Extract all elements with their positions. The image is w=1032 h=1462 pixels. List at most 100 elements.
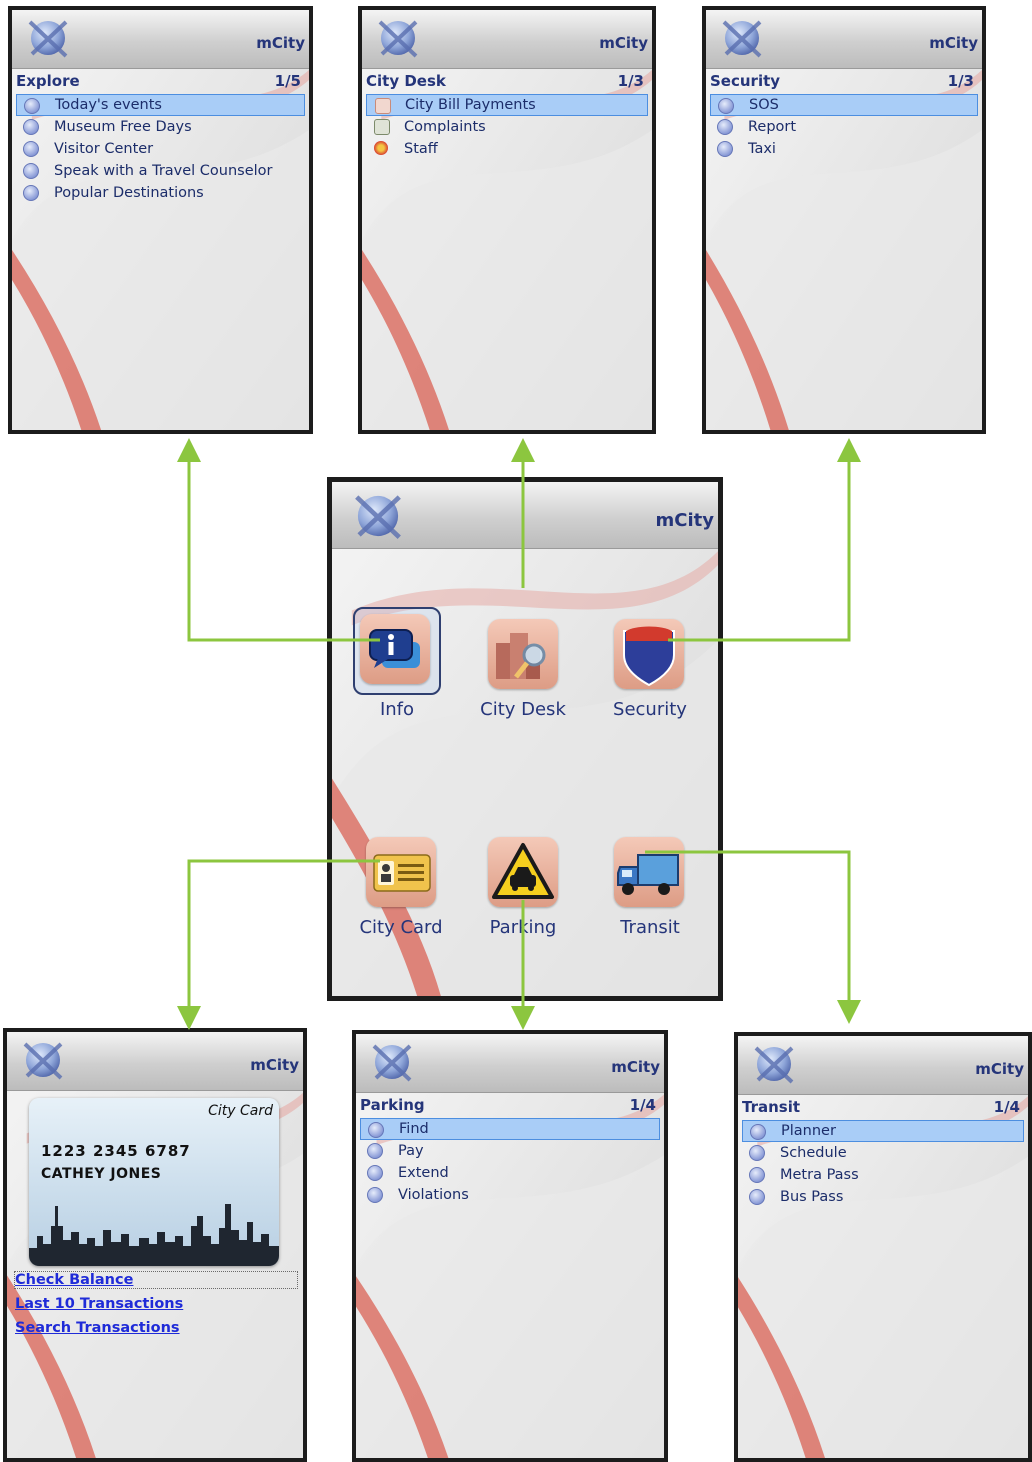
menu-item-label: Speak with a Travel Counselor <box>54 163 273 179</box>
menu-item-bus-pass[interactable]: Bus Pass <box>742 1186 1024 1208</box>
menu-item-schedule[interactable]: Schedule <box>742 1142 1024 1164</box>
menu-item-label: Museum Free Days <box>54 119 192 135</box>
menu-item-violations[interactable]: Violations <box>360 1184 660 1206</box>
list-heading: City Desk 1/3 <box>366 72 644 92</box>
section-title: City Desk <box>366 72 446 90</box>
app-header: mCity <box>362 10 652 69</box>
menu-item-visitor-center[interactable]: Visitor Center <box>16 138 305 160</box>
card-title: City Card <box>208 1103 273 1119</box>
menu-item-todays-events[interactable]: Today's events <box>16 94 305 116</box>
skyline-graphic <box>29 1204 279 1266</box>
city-card-tile[interactable] <box>366 837 436 907</box>
menu-item-label: Today's events <box>55 97 162 113</box>
menu-item-label: Bus Pass <box>780 1189 844 1205</box>
menu-item-popular-destinations[interactable]: Popular Destinations <box>16 182 305 204</box>
menu-item-museum-free-days[interactable]: Museum Free Days <box>16 116 305 138</box>
app-header: mCity <box>332 482 718 549</box>
security-screen: mCity Security 1/3 SOS Report Taxi <box>702 6 986 434</box>
radio-icon <box>23 119 39 135</box>
page-indicator: 1/4 <box>993 1098 1020 1116</box>
menu-item-metra-pass[interactable]: Metra Pass <box>742 1164 1024 1186</box>
menu-item-find[interactable]: Find <box>360 1118 660 1140</box>
menu-item-label: Find <box>399 1121 429 1137</box>
menu-item-planner[interactable]: Planner <box>742 1120 1024 1142</box>
section-title: Explore <box>16 72 80 90</box>
parking-screen: mCity Parking 1/4 Find Pay Extend Violat… <box>352 1030 668 1462</box>
app-title: mCity <box>611 1058 660 1076</box>
app-title: mCity <box>599 34 648 52</box>
background-swoosh <box>738 1036 1028 1458</box>
check-balance-link[interactable]: Check Balance <box>14 1271 298 1289</box>
page-indicator: 1/3 <box>947 72 974 90</box>
list-heading: Transit 1/4 <box>742 1098 1020 1118</box>
radio-icon <box>23 185 39 201</box>
parking-label: Parking <box>489 917 557 938</box>
radio-icon <box>367 1143 383 1159</box>
section-title: Parking <box>360 1096 425 1114</box>
card-number: 1223 2345 6787 <box>41 1142 191 1160</box>
last-10-transactions-link[interactable]: Last 10 Transactions <box>15 1296 184 1312</box>
explore-menu: Today's events Museum Free Days Visitor … <box>16 94 305 204</box>
menu-item-report[interactable]: Report <box>710 116 978 138</box>
page-indicator: 1/5 <box>274 72 301 90</box>
menu-item-extend[interactable]: Extend <box>360 1162 660 1184</box>
transit-menu: Planner Schedule Metra Pass Bus Pass <box>742 1120 1024 1208</box>
menu-item-travel-counselor[interactable]: Speak with a Travel Counselor <box>16 160 305 182</box>
list-heading: Security 1/3 <box>710 72 974 92</box>
menu-item-label: Taxi <box>748 141 776 157</box>
radio-icon <box>718 98 734 114</box>
security-label: Security <box>613 699 687 720</box>
page-indicator: 1/3 <box>617 72 644 90</box>
app-header: mCity <box>356 1034 664 1093</box>
radio-icon <box>23 141 39 157</box>
menu-item-label: Extend <box>398 1165 449 1181</box>
globe-logo-icon <box>23 1042 63 1080</box>
city-card-label: City Card <box>359 917 443 938</box>
parking-tile[interactable] <box>488 837 558 907</box>
security-tile[interactable] <box>614 619 684 689</box>
clipboard-icon <box>374 119 390 135</box>
radio-icon <box>717 119 733 135</box>
city-desk-tile[interactable] <box>488 619 558 689</box>
radio-icon <box>23 163 39 179</box>
info-tile[interactable] <box>360 614 430 684</box>
radio-icon <box>24 98 40 114</box>
globe-logo-icon <box>754 1046 794 1084</box>
menu-item-sos[interactable]: SOS <box>710 94 978 116</box>
menu-item-label: Report <box>748 119 797 135</box>
globe-logo-icon <box>722 20 762 58</box>
city-desk-menu: City Bill Payments Complaints Staff <box>366 94 648 160</box>
menu-item-label: SOS <box>749 97 779 113</box>
background-swoosh <box>706 10 982 430</box>
section-title: Security <box>710 72 781 90</box>
radio-icon <box>749 1167 765 1183</box>
city-desk-magnifier-icon <box>496 633 546 679</box>
app-header: mCity <box>706 10 982 69</box>
menu-item-pay[interactable]: Pay <box>360 1140 660 1162</box>
menu-item-label: Metra Pass <box>780 1167 859 1183</box>
city-desk-screen: mCity City Desk 1/3 City Bill Payments C… <box>358 6 656 434</box>
menu-item-taxi[interactable]: Taxi <box>710 138 978 160</box>
background-swoosh <box>356 1034 664 1458</box>
menu-item-label: Staff <box>404 141 438 157</box>
radio-icon <box>367 1165 383 1181</box>
menu-item-label: Pay <box>398 1143 424 1159</box>
app-header: mCity <box>7 1032 303 1091</box>
globe-logo-icon <box>28 20 68 58</box>
menu-item-label: City Bill Payments <box>405 97 536 113</box>
menu-item-complaints[interactable]: Complaints <box>366 116 648 138</box>
info-label: Info <box>379 699 415 720</box>
menu-item-city-bill-payments[interactable]: City Bill Payments <box>366 94 648 116</box>
app-title: mCity <box>256 34 305 52</box>
background-swoosh <box>362 10 652 430</box>
globe-logo-icon <box>355 495 401 539</box>
city-card-image: City Card 1223 2345 6787 CATHEY JONES <box>29 1098 279 1266</box>
app-title: mCity <box>929 34 978 52</box>
transit-tile[interactable] <box>614 837 684 907</box>
staff-people-icon <box>374 141 388 155</box>
menu-item-staff[interactable]: Staff <box>366 138 648 160</box>
globe-logo-icon <box>378 20 418 58</box>
search-transactions-link[interactable]: Search Transactions <box>15 1320 180 1336</box>
globe-logo-icon <box>372 1044 412 1082</box>
truck-icon <box>617 854 679 895</box>
